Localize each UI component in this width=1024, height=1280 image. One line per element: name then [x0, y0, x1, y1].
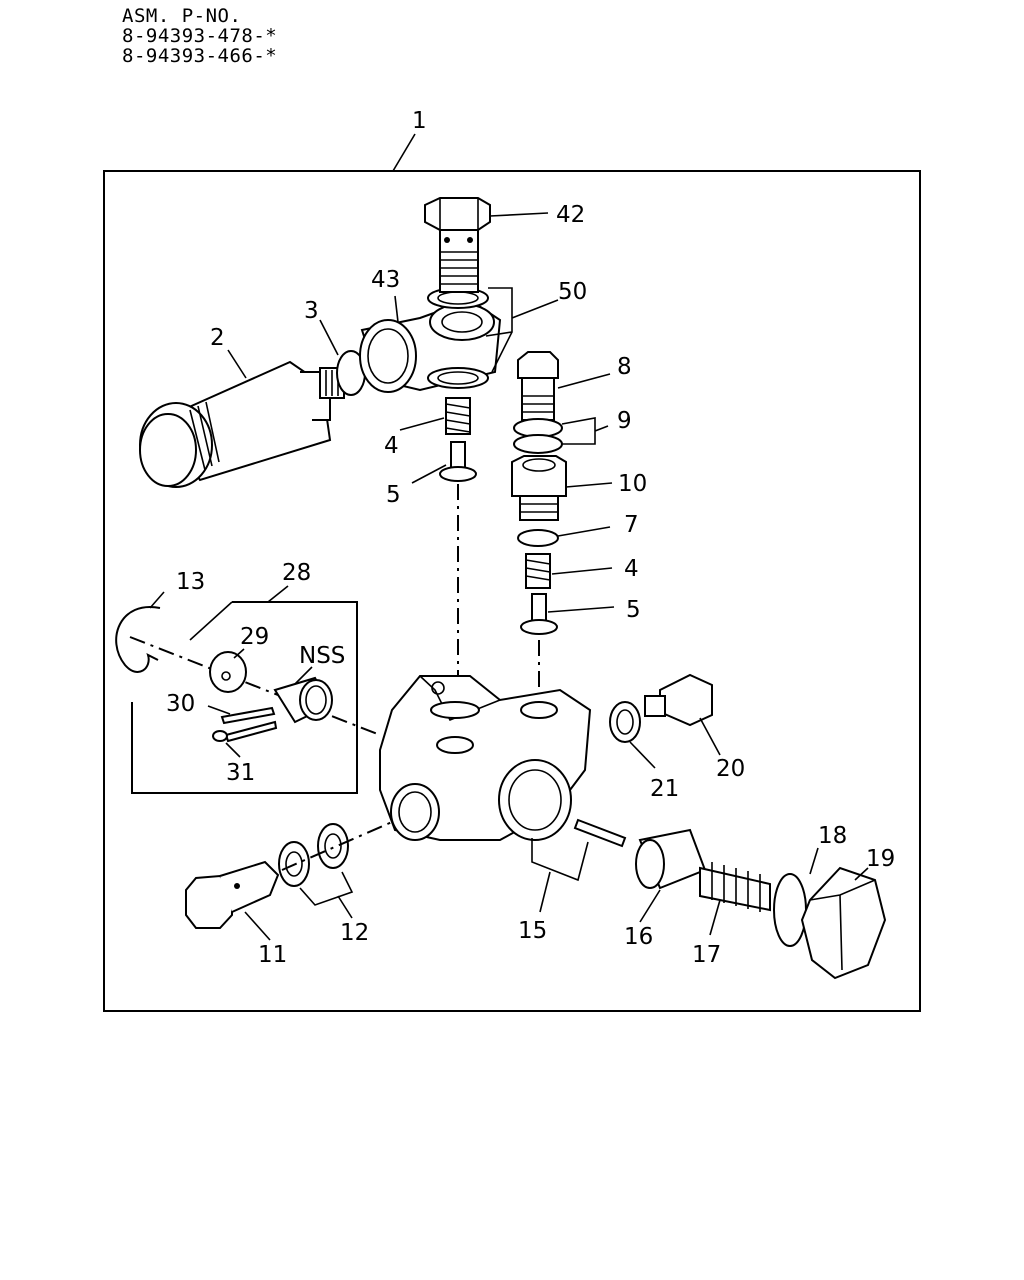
callout-50: 50 — [558, 279, 587, 305]
callout-16: 16 — [624, 924, 653, 950]
part-16-sleeve[interactable] — [635, 828, 707, 890]
callout-5-upper: 5 — [386, 482, 401, 508]
part-5-valve-upper[interactable] — [439, 441, 477, 482]
part-15-pin[interactable] — [573, 818, 627, 848]
part-2-filter[interactable] — [139, 360, 345, 488]
part-31-pin[interactable] — [212, 720, 278, 743]
callout-43: 43 — [371, 267, 400, 293]
callout-13: 13 — [176, 569, 205, 595]
callout-42: 42 — [556, 202, 585, 228]
axis-eye-bolt — [281, 821, 393, 871]
part-9-washers[interactable] — [513, 418, 563, 454]
part-20-plug[interactable] — [644, 673, 713, 727]
bracket-12 — [299, 871, 354, 906]
callout-30: 30 — [166, 691, 195, 717]
part-30-pin[interactable] — [220, 706, 276, 725]
assembly-header: ASM. P-NO. 8-94393-478-* 8-94393-466-* — [122, 6, 277, 66]
callout-29: 29 — [240, 624, 269, 650]
part-19-plug[interactable] — [800, 866, 887, 980]
callout-2: 2 — [210, 325, 225, 351]
callout-nss: NSS — [299, 643, 345, 669]
leader-28 — [267, 585, 289, 603]
nss-sleeve[interactable] — [273, 676, 333, 724]
part-28-group-box — [131, 601, 358, 794]
callout-labels: 1 42 43 50 3 2 8 9 4 5 10 7 4 5 13 28 29… — [166, 108, 895, 968]
callout-12: 12 — [340, 920, 369, 946]
callout-15: 15 — [518, 918, 547, 944]
part-11-eye-bolt[interactable] — [185, 860, 280, 929]
part-number-1: 8-94393-478-* — [122, 25, 278, 47]
callout-31: 31 — [226, 760, 255, 786]
assembly-title: ASM. P-NO. — [122, 5, 242, 27]
callout-21: 21 — [650, 776, 679, 802]
callout-4-upper: 4 — [384, 433, 399, 459]
callout-20: 20 — [716, 756, 745, 782]
leader-lines — [149, 212, 869, 941]
callout-4-lower: 4 — [624, 556, 639, 582]
assembly-frame — [103, 170, 921, 1012]
part-7-o-ring[interactable] — [517, 529, 559, 547]
callout-28: 28 — [282, 560, 311, 586]
callout-18: 18 — [818, 823, 847, 849]
callout-8: 8 — [617, 354, 632, 380]
callout-19: 19 — [866, 846, 895, 872]
part-4-spring-upper[interactable] — [445, 397, 471, 435]
axis-snap-ring — [129, 636, 381, 736]
callout-7: 7 — [624, 512, 639, 538]
callout-5-lower: 5 — [626, 597, 641, 623]
part-21-gasket[interactable] — [609, 701, 641, 743]
part-12-gaskets[interactable] — [278, 823, 349, 887]
part-18-gasket[interactable] — [773, 873, 807, 947]
part-10-holder[interactable] — [511, 455, 567, 521]
part-17-spring[interactable] — [699, 862, 771, 912]
callout-3: 3 — [304, 298, 319, 324]
callout-9: 9 — [617, 408, 632, 434]
part-8-bolt[interactable] — [517, 351, 559, 421]
part-number-2: 8-94393-466-* — [122, 45, 278, 67]
callout-10: 10 — [618, 471, 647, 497]
leader-1 — [392, 133, 416, 172]
callout-1: 1 — [412, 108, 427, 134]
callout-17: 17 — [692, 942, 721, 968]
bracket-15 — [531, 838, 589, 882]
part-5-valve-lower[interactable] — [520, 593, 558, 635]
callout-11: 11 — [258, 942, 287, 968]
pump-body[interactable] — [379, 675, 592, 841]
part-4-spring-lower[interactable] — [525, 553, 551, 589]
part-42-eye-bolt[interactable] — [424, 197, 491, 293]
part-29-cap[interactable] — [209, 651, 247, 693]
